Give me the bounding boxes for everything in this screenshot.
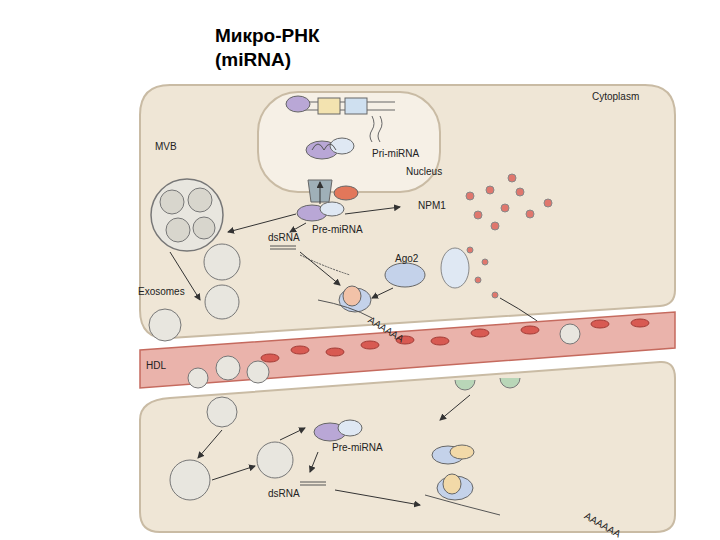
cell: CytoplasmPri-miRNANucleusMVB bbox=[140, 85, 675, 335]
part-label: AAAAAA bbox=[366, 314, 406, 345]
part-label: Ago2 bbox=[395, 253, 418, 265]
part-label: AAAAAA bbox=[582, 510, 622, 540]
nucleus: Pri-miRNA Nucleus bbox=[258, 92, 440, 192]
diagram-title: Микро-РНК (miRNA) bbox=[215, 24, 355, 72]
part-label: Pre-miRNA bbox=[332, 442, 383, 454]
node-label: Cytoplasm bbox=[592, 91, 639, 103]
part-label: Pre-miRNA bbox=[312, 224, 363, 236]
part-label: dsRNA bbox=[268, 488, 300, 500]
part-label: Exosomes bbox=[138, 286, 185, 298]
node-label: MVB bbox=[155, 141, 177, 153]
node-label: Pri-miRNA bbox=[372, 148, 419, 160]
node-label: Nucleus bbox=[406, 166, 442, 178]
part-label: HDL bbox=[146, 360, 166, 372]
part-label: NPM1 bbox=[418, 200, 446, 212]
multivesicular-body: MVB bbox=[151, 179, 223, 251]
part-label: dsRNA bbox=[268, 232, 300, 244]
